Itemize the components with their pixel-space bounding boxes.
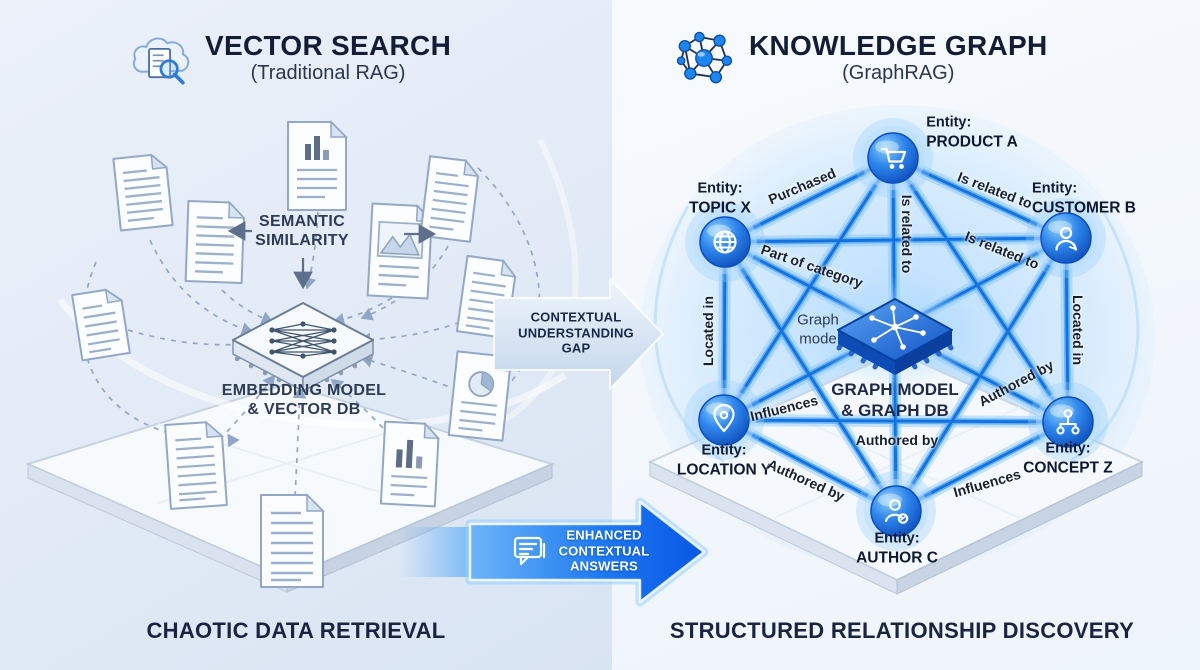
decor-swirl xyxy=(503,138,579,423)
decor-arc xyxy=(653,205,725,464)
document-icon xyxy=(287,120,348,211)
left-header: VECTOR SEARCH (Traditional RAG) xyxy=(128,26,451,90)
globe-icon xyxy=(713,230,737,254)
hierarchy-icon xyxy=(1056,409,1080,435)
entity-label-topic: Entity: TOPIC X xyxy=(689,180,751,217)
edge-label-is-related-to: Is related to xyxy=(899,194,915,274)
graph-model-label: GRAPH MODEL& GRAPH DB xyxy=(831,379,959,420)
right-title: KNOWLEDGE GRAPH xyxy=(749,29,1048,61)
entity-label-customer: Entity: CUSTOMER B xyxy=(1032,180,1136,217)
embedding-chip xyxy=(232,302,374,393)
entity-node-author xyxy=(856,471,936,551)
right-header: KNOWLEDGE GRAPH (GraphRAG) xyxy=(672,26,1048,90)
left-subtitle: (Traditional RAG) xyxy=(250,62,406,85)
left-title: VECTOR SEARCH xyxy=(205,29,452,61)
document-icon xyxy=(379,420,441,508)
entity-label-author: Entity: AUTHOR C xyxy=(856,530,938,567)
right-subtitle: (GraphRAG) xyxy=(842,62,955,85)
document-icon xyxy=(112,153,174,232)
gap-arrow xyxy=(493,278,664,390)
entity-label-concept: Entity: CONCEPT Z xyxy=(1023,440,1113,477)
edge-label-authored-by: Authored by xyxy=(855,432,939,448)
graph-chip xyxy=(803,276,987,388)
document-icon xyxy=(71,288,131,362)
entity-node-location xyxy=(684,380,764,460)
entity-node-topic xyxy=(685,202,765,282)
left-caption: CHAOTIC DATA RETRIEVAL xyxy=(146,618,446,643)
document-icon xyxy=(419,155,480,243)
answers-arrow xyxy=(400,497,709,607)
chat-icon xyxy=(513,536,546,566)
right-caption: STRUCTURED RELATIONSHIP DISCOVERY xyxy=(669,618,1135,643)
author-pen-icon xyxy=(884,499,909,524)
entity-node-concept xyxy=(1028,382,1108,462)
pin-icon xyxy=(713,403,735,433)
document-icon xyxy=(260,493,325,588)
edge-label-located-in: Located in xyxy=(1070,294,1086,366)
entity-label-location: Entity: LOCATION Y xyxy=(676,442,772,479)
entity-label-product: Entity: PRODUCT A xyxy=(926,114,1018,151)
edge-label-located-in: Located in xyxy=(700,295,716,367)
cloud-doc-search-icon xyxy=(132,37,190,85)
embedding-model-label: EMBEDDING MODEL& VECTOR DB xyxy=(221,381,387,418)
network-graph-icon xyxy=(676,31,733,84)
entity-node-customer xyxy=(1026,198,1106,278)
document-icon xyxy=(184,200,246,284)
semantic-similarity-arrows xyxy=(227,221,437,290)
entity-node-product xyxy=(853,118,933,198)
document-icon xyxy=(164,420,228,510)
decor-arc xyxy=(1071,205,1140,462)
cart-icon xyxy=(880,147,907,169)
person-icon xyxy=(1055,226,1078,251)
